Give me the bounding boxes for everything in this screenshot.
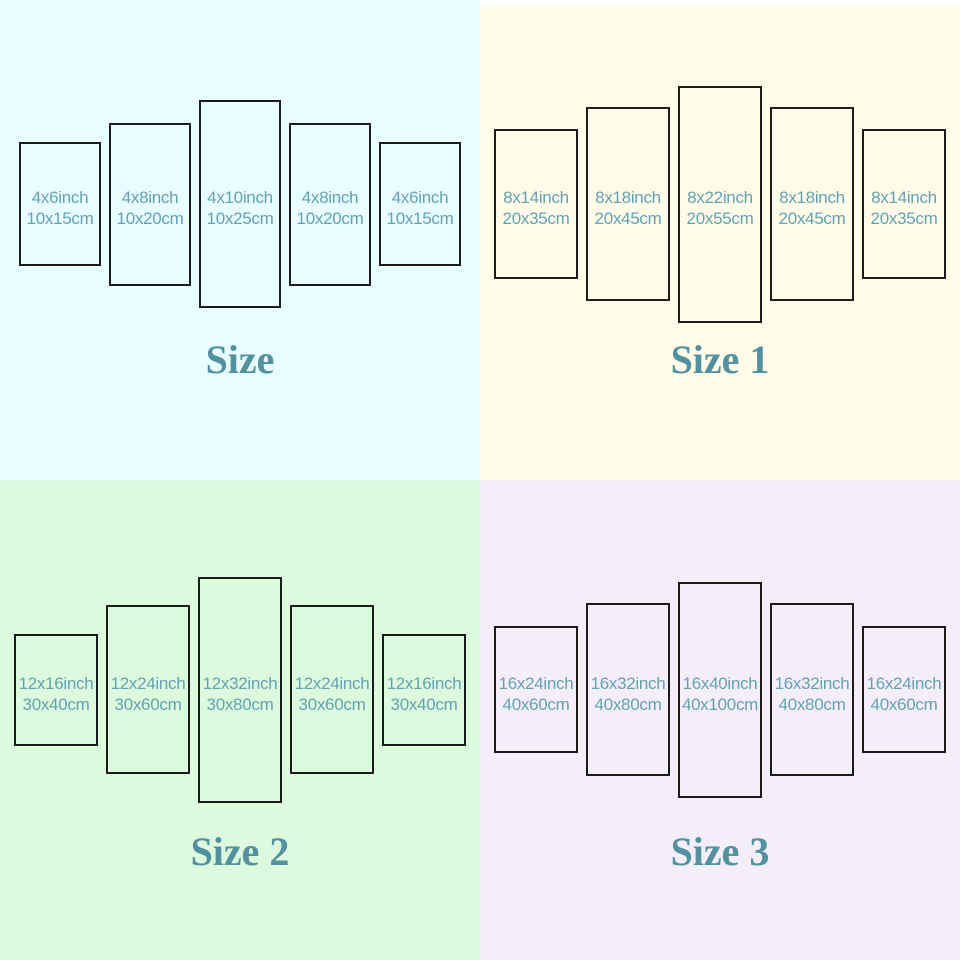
panel-size-cm: 30x80cm (206, 694, 274, 714)
panel-size-inch: 4x6inch (391, 188, 449, 207)
canvas-panel: 12x16inch 30x40cm (382, 633, 466, 746)
canvas-panel: 16x40inch 40x100cm (678, 581, 762, 798)
panel-size-cm: 20x35cm (502, 209, 570, 228)
panel-size-cm: 40x60cm (870, 694, 938, 714)
panel-size-label: 4x6inch 10x15cm (27, 187, 94, 229)
canvas-panel: 16x24inch 40x60cm (862, 626, 946, 753)
panel-size-cm: 10x15cm (26, 209, 94, 228)
panel-size-inch: 12x16inch (18, 673, 94, 693)
panel-size-cm: 40x80cm (778, 694, 846, 714)
panel-row: 4x6inch 10x15cm 4x8inch 10x20cm 4x10inch… (0, 0, 480, 408)
panel-size-inch: 16x24inch (498, 673, 574, 693)
quadrant-title: Size 2 (190, 829, 290, 874)
panel-size-inch: 16x40inch (682, 673, 758, 693)
panel-size-cm: 30x40cm (22, 694, 90, 714)
panel-size-inch: 8x22inch (687, 188, 753, 207)
panel-size-cm: 30x60cm (114, 694, 182, 714)
panel-size-cm: 30x40cm (390, 694, 458, 714)
panel-size-inch: 8x18inch (595, 188, 661, 207)
panel-size-label: 12x24inch 30x60cm (111, 673, 186, 715)
panel-size-label: 4x8inch 10x20cm (297, 187, 364, 229)
panel-size-label: 4x10inch 10x25cm (207, 187, 274, 229)
quadrant-title: Size 1 (670, 337, 770, 382)
panel-size-inch: 12x24inch (294, 673, 370, 693)
canvas-panel: 16x32inch 40x80cm (586, 603, 670, 776)
panel-size-cm: 40x80cm (594, 694, 662, 714)
canvas-panel: 12x24inch 30x60cm (290, 605, 374, 774)
canvas-panel: 8x14inch 20x35cm (862, 129, 946, 279)
canvas-panel: 16x32inch 40x80cm (770, 603, 854, 776)
panel-size-cm: 40x100cm (681, 694, 759, 714)
panel-size-inch: 8x18inch (779, 188, 845, 207)
panel-size-label: 16x24inch 40x60cm (499, 673, 574, 715)
panel-size-inch: 16x32inch (774, 673, 850, 693)
panel-size-inch: 4x10inch (207, 188, 273, 207)
canvas-panel: 16x24inch 40x60cm (494, 626, 578, 753)
canvas-panel: 4x6inch 10x15cm (379, 142, 461, 266)
quadrant-size-1: 8x14inch 20x35cm 8x18inch 20x45cm 8x22in… (480, 0, 960, 480)
canvas-panel: 12x24inch 30x60cm (106, 605, 190, 774)
panel-size-cm: 20x35cm (870, 209, 938, 228)
panel-size-inch: 4x6inch (31, 188, 89, 207)
canvas-panel: 8x22inch 20x55cm (678, 85, 762, 323)
panel-size-cm: 30x60cm (298, 694, 366, 714)
panel-size-inch: 12x32inch (202, 673, 278, 693)
panel-size-cm: 20x55cm (686, 209, 754, 228)
panel-size-label: 8x22inch 20x55cm (687, 187, 754, 229)
canvas-panel: 4x6inch 10x15cm (19, 142, 101, 266)
quadrant-size-2: 12x16inch 30x40cm 12x24inch 30x60cm 12x3… (0, 480, 480, 960)
panel-size-label: 8x14inch 20x35cm (503, 187, 570, 229)
panel-size-inch: 4x8inch (301, 188, 359, 207)
panel-size-inch: 16x32inch (590, 673, 666, 693)
panel-size-label: 16x32inch 40x80cm (591, 673, 666, 715)
panel-row: 12x16inch 30x40cm 12x24inch 30x60cm 12x3… (0, 480, 480, 899)
panel-size-inch: 4x8inch (121, 188, 179, 207)
panel-row: 8x14inch 20x35cm 8x18inch 20x45cm 8x22in… (480, 0, 960, 408)
canvas-panel: 4x10inch 10x25cm (199, 100, 281, 308)
panel-row: 16x24inch 40x60cm 16x32inch 40x80cm 16x4… (480, 480, 960, 899)
panel-size-cm: 10x25cm (206, 209, 274, 228)
canvas-panel: 12x32inch 30x80cm (198, 576, 282, 803)
panel-size-label: 16x40inch 40x100cm (682, 673, 758, 715)
panel-size-label: 12x16inch 30x40cm (19, 673, 94, 715)
quadrant-size: 4x6inch 10x15cm 4x8inch 10x20cm 4x10inch… (0, 0, 480, 480)
panel-size-label: 12x24inch 30x60cm (295, 673, 370, 715)
panel-size-inch: 12x16inch (386, 673, 462, 693)
panel-size-label: 16x32inch 40x80cm (775, 673, 850, 715)
panel-size-cm: 20x45cm (594, 209, 662, 228)
panel-size-inch: 12x24inch (110, 673, 186, 693)
panel-size-inch: 16x24inch (866, 673, 942, 693)
panel-size-label: 4x6inch 10x15cm (387, 187, 454, 229)
quadrant-title: Size (205, 337, 275, 382)
panel-size-inch: 8x14inch (503, 188, 569, 207)
panel-size-inch: 8x14inch (871, 188, 937, 207)
panel-size-label: 12x16inch 30x40cm (387, 673, 462, 715)
quadrant-size-3: 16x24inch 40x60cm 16x32inch 40x80cm 16x4… (480, 480, 960, 960)
panel-size-label: 8x18inch 20x45cm (595, 187, 662, 229)
panel-size-cm: 10x20cm (116, 209, 184, 228)
canvas-panel: 8x18inch 20x45cm (770, 107, 854, 301)
panel-size-label: 4x8inch 10x20cm (117, 187, 184, 229)
panel-size-cm: 10x15cm (386, 209, 454, 228)
panel-size-cm: 40x60cm (502, 694, 570, 714)
canvas-panel: 8x18inch 20x45cm (586, 107, 670, 301)
canvas-panel: 8x14inch 20x35cm (494, 129, 578, 279)
white-edge-strip (480, 0, 960, 5)
panel-size-label: 8x18inch 20x45cm (779, 187, 846, 229)
panel-size-label: 8x14inch 20x35cm (871, 187, 938, 229)
canvas-panel: 12x16inch 30x40cm (14, 633, 98, 746)
panel-size-label: 12x32inch 30x80cm (203, 673, 278, 715)
panel-size-cm: 20x45cm (778, 209, 846, 228)
quadrant-title: Size 3 (670, 829, 770, 874)
canvas-panel: 4x8inch 10x20cm (109, 122, 191, 286)
panel-size-cm: 10x20cm (296, 209, 364, 228)
panel-size-label: 16x24inch 40x60cm (867, 673, 942, 715)
canvas-panel: 4x8inch 10x20cm (289, 122, 371, 286)
